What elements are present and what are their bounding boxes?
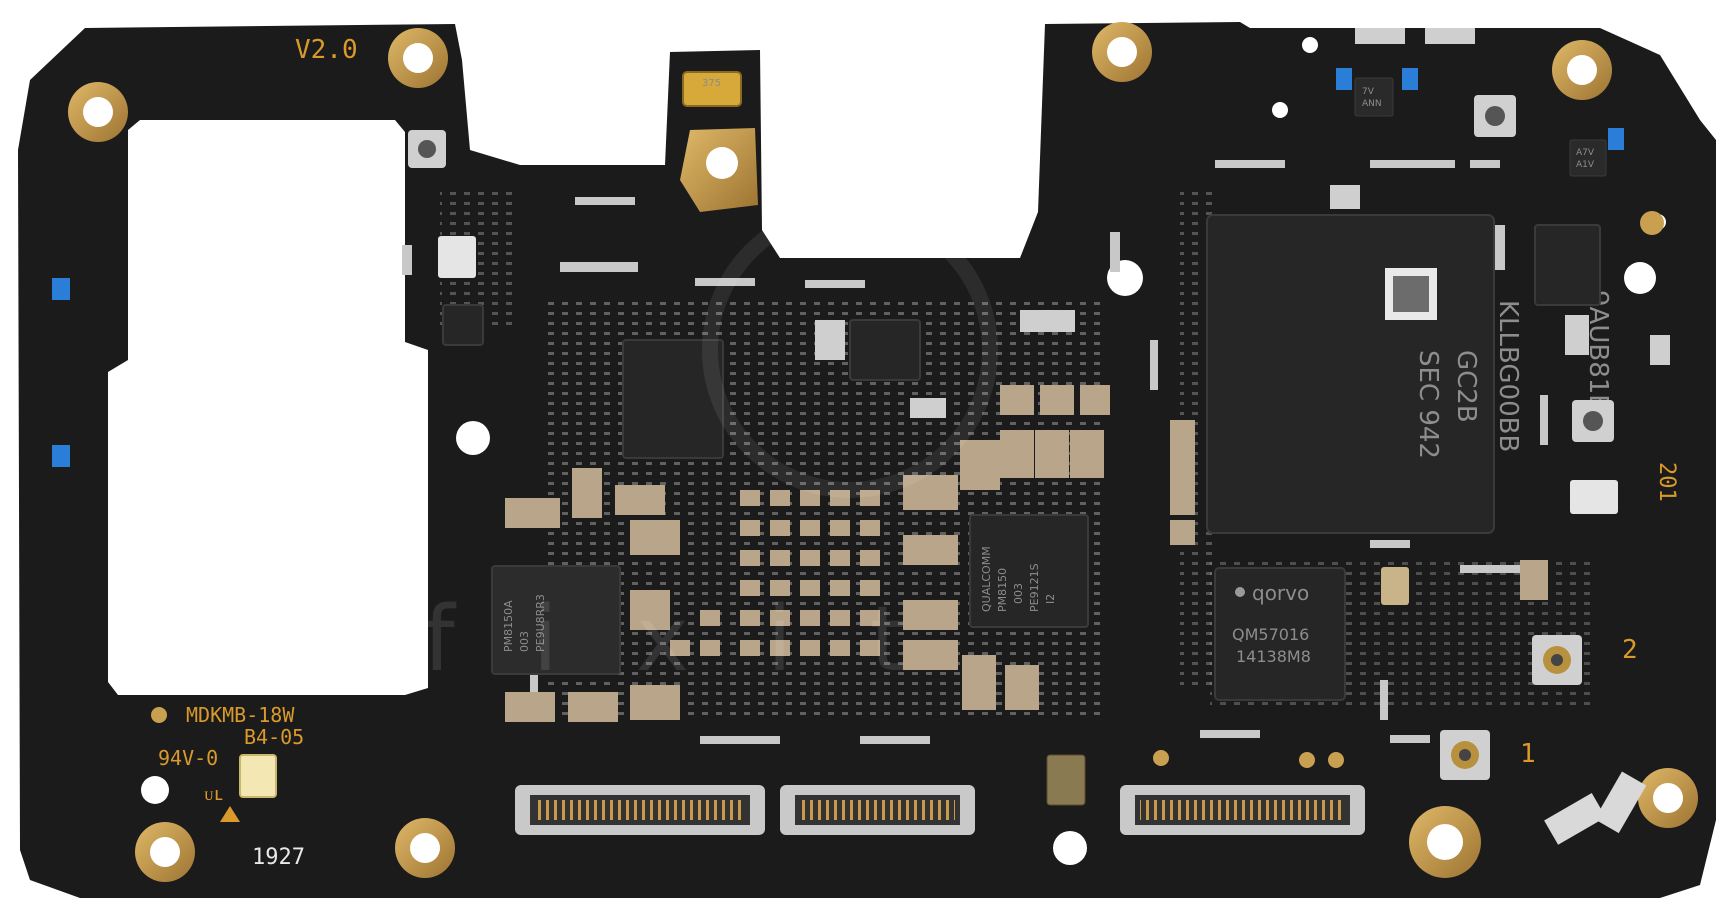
ic-small-top-text-2: ANN (1362, 99, 1382, 109)
gold-pads (151, 211, 1664, 768)
rf-chip-brand: qorvo (1252, 581, 1309, 605)
switch-component (1570, 480, 1618, 514)
ic-small-right-text-1: A7V (1576, 148, 1595, 158)
pmic-text-3: 003 (1012, 583, 1025, 604)
pmic-text-5: I2 (1044, 594, 1057, 604)
rev-label: B4-05 (244, 725, 304, 749)
mounting-holes (68, 22, 1698, 882)
ic-square (849, 319, 921, 381)
pmic-text-1: QUALCOMM (980, 546, 993, 612)
pmic2-text-1: PM8150A (502, 600, 515, 652)
side-label: 201 (1654, 462, 1679, 502)
shield-blocks (815, 28, 1670, 418)
pmic-text-4: PE9121S (1028, 563, 1041, 612)
tantalum-capacitor: 375 (682, 71, 742, 107)
capacitor-label: 375 (702, 78, 721, 89)
inductor (1046, 754, 1086, 806)
pmic-chip: QUALCOMM PM8150 003 PE9121S I2 (969, 514, 1089, 628)
ic-small-right: A7V A1V (1569, 139, 1607, 177)
shield-corner (1594, 771, 1647, 834)
ic-square (442, 304, 484, 346)
passive-components (505, 385, 1548, 722)
date-code: 1927 (252, 845, 305, 870)
antenna-label-2: 2 (1622, 635, 1638, 665)
ic-square (1534, 224, 1601, 306)
memory-chip-text-1: SEC 942 (1413, 350, 1443, 459)
rf-chip-text-1: QM57016 (1232, 625, 1309, 644)
board-connectors (515, 785, 1365, 835)
watermark-logo-icon (702, 202, 998, 498)
pmic2-text-2: 003 (518, 631, 531, 652)
blue-component (52, 278, 70, 300)
rf-chip: qorvo QM57016 14138M8 (1214, 567, 1346, 701)
blue-component (52, 445, 70, 467)
ic-small-right-text-2: A1V (1576, 160, 1595, 170)
memory-chip-text-3: KLLBG00BB (1493, 300, 1523, 452)
flash-led (239, 754, 277, 798)
model-label: MDKMB-18W (186, 703, 295, 727)
blue-component (1336, 68, 1352, 90)
switch-component (438, 236, 476, 278)
antenna-label-1: 1 (1520, 739, 1536, 769)
rf-chip-text-2: 14138M8 (1236, 647, 1311, 666)
ic-small-top-text-1: 7V (1362, 87, 1375, 97)
blue-component (1402, 68, 1418, 90)
antenna-connectors (408, 95, 1614, 780)
battery-cutout (108, 120, 428, 695)
memory-chip-text-2: GC2B (1451, 350, 1481, 423)
version-label: V2.0 (295, 35, 358, 65)
component-grid (670, 490, 880, 656)
pmic2-chip: PM8150A 003 PE9U8RR3 (491, 565, 621, 675)
warning-triangle-icon (220, 806, 240, 822)
shield-corner (1544, 793, 1606, 845)
blue-component (1608, 128, 1624, 150)
inductor (1381, 567, 1409, 605)
pmic-text-2: PM8150 (996, 568, 1009, 612)
ul-mark-icon: ᴜʟ (204, 784, 225, 805)
watermark-text: ifixit (320, 587, 983, 692)
ic-small-top: 7V ANN (1354, 77, 1394, 117)
ic-square (622, 339, 724, 459)
shield-clips (402, 160, 1548, 744)
rating-label: 94V-0 (158, 746, 218, 770)
pmic2-text-3: PE9U8RR3 (534, 594, 547, 652)
